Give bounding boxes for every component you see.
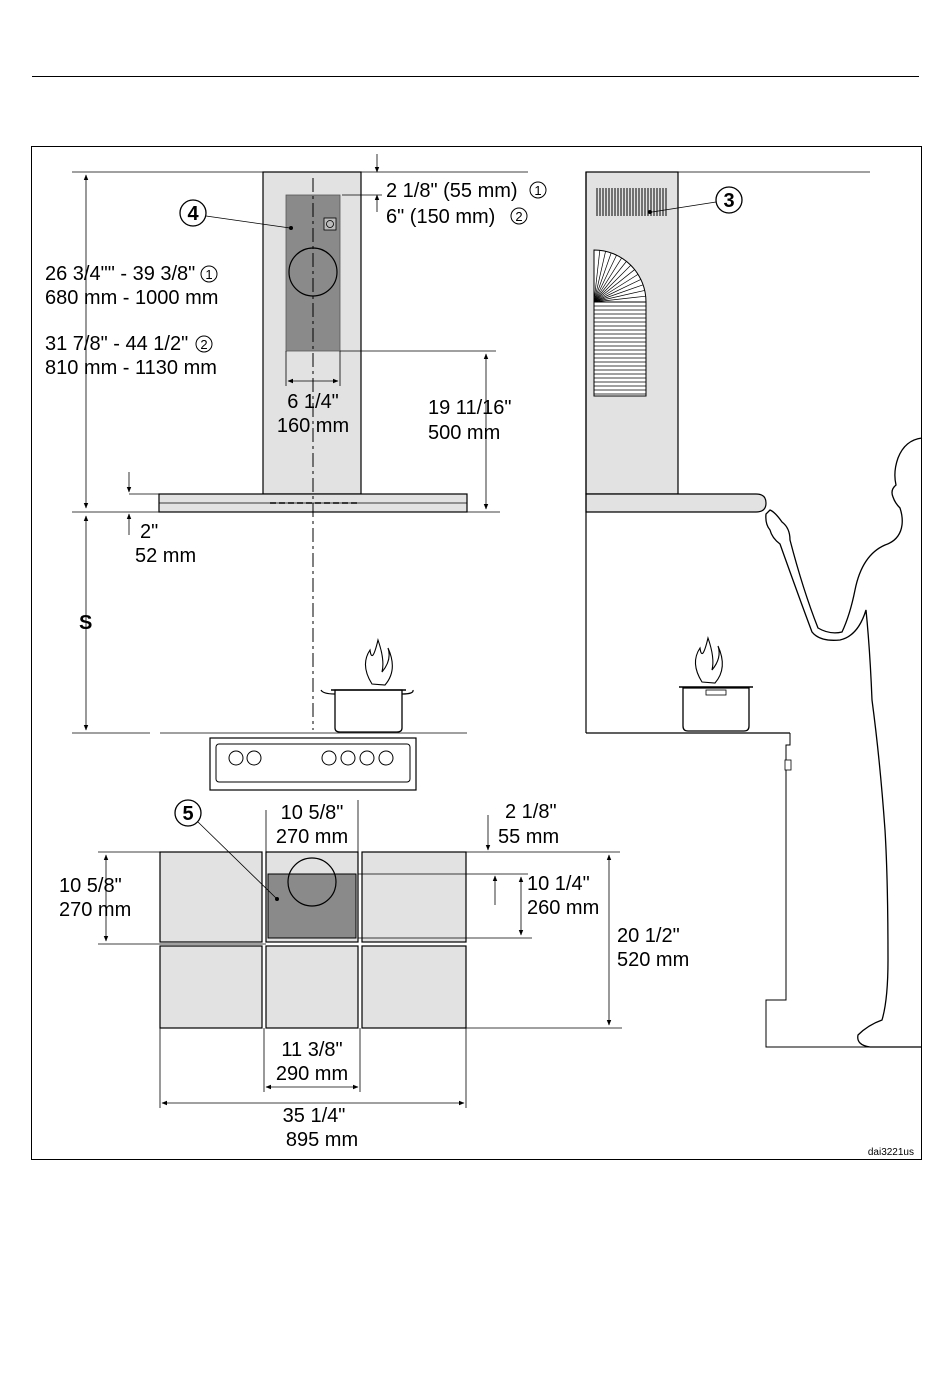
flame-icon <box>365 640 392 685</box>
total-width-line1: 35 1/4" <box>283 1105 346 1127</box>
callout-4: 4 <box>187 203 199 225</box>
panel-right-bottom <box>362 946 466 1028</box>
height-range-1-line1: 26 3/4"" - 39 3/8" <box>45 263 195 285</box>
side-canopy <box>586 494 766 512</box>
inner-height-line1: 10 1/4" <box>527 873 590 895</box>
offset-top-line2: 55 mm <box>498 826 559 848</box>
total-width-line2: 895 mm <box>286 1129 358 1151</box>
callout-3: 3 <box>723 190 734 212</box>
cutout-height-line2: 270 mm <box>59 899 131 921</box>
hob-control-panel <box>210 738 416 790</box>
gap-top-line2: 6" (150 mm) <box>386 206 495 228</box>
vent-grille <box>594 186 668 218</box>
inner-height-line2: 260 mm <box>527 897 599 919</box>
total-depth-line1: 20 1/2" <box>617 925 680 947</box>
clearance-label: S <box>79 612 92 634</box>
cutout-height-line1: 10 5/8" <box>59 875 122 897</box>
socket <box>324 218 336 230</box>
front-pot <box>321 640 413 732</box>
marker-1-b: 1 <box>205 267 212 282</box>
cutout-width-line1: 10 5/8" <box>281 802 344 824</box>
offset-top-line1: 2 1/8" <box>505 801 557 823</box>
height-range-2-line2: 810 mm - 1130 mm <box>45 357 217 379</box>
canopy-thickness-line1: 2" <box>140 521 158 543</box>
duct-opening-line1: 11 3/8" <box>281 1039 342 1061</box>
panel-right-top <box>362 852 466 942</box>
gap-top-line1: 2 1/8" (55 mm) <box>386 180 518 202</box>
canopy-height-line1: 19 11/16" <box>428 397 511 419</box>
panel-left-top <box>160 852 262 942</box>
marker-1-a: 1 <box>534 183 541 198</box>
cutout-width-line2: 270 mm <box>276 826 348 848</box>
panel-left-bottom <box>160 946 262 1028</box>
hood-side-view: 3 <box>586 172 922 1047</box>
canopy-height-line2: 500 mm <box>428 422 500 444</box>
marker-2-a: 2 <box>515 209 522 224</box>
figure-code: dai3221us <box>868 1147 914 1158</box>
duct-width-line1: 6 1/4" <box>287 391 339 413</box>
marker-2-b: 2 <box>200 337 207 352</box>
height-range-2-line1: 31 7/8" - 44 1/2" <box>45 333 188 355</box>
duct-opening-line2: 290 mm <box>276 1063 348 1085</box>
height-range-1-line2: 680 mm - 1000 mm <box>45 287 218 309</box>
flame-icon-side <box>695 638 722 683</box>
duct-width-line2: 160 mm <box>277 415 349 437</box>
canopy-thickness-line2: 52 mm <box>135 545 196 567</box>
callout-5: 5 <box>182 803 193 825</box>
total-depth-line2: 520 mm <box>617 949 689 971</box>
person-silhouette <box>766 438 922 1047</box>
panel-mid-bottom <box>266 946 358 1028</box>
